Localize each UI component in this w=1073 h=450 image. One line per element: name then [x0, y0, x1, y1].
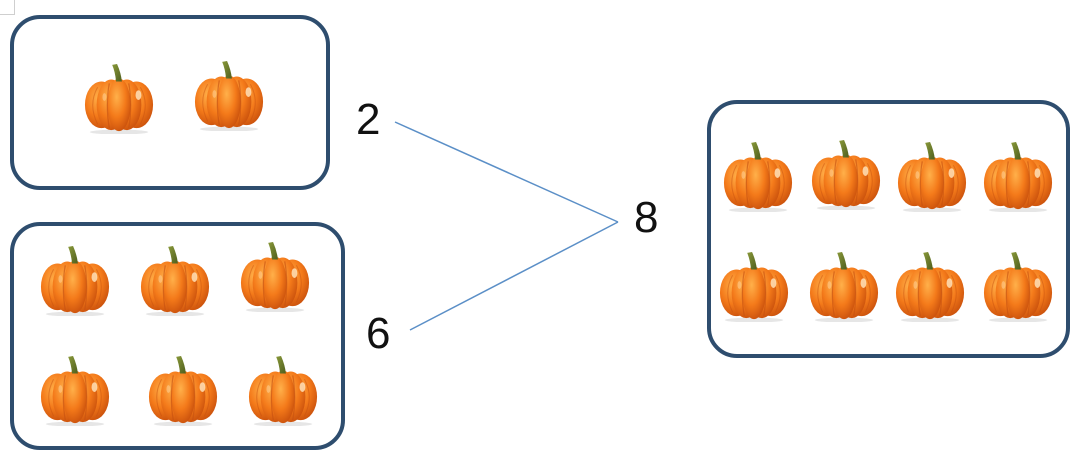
pumpkin-icon: [805, 250, 883, 322]
whole-box: [707, 100, 1070, 358]
pumpkin-icon: [979, 250, 1057, 322]
whole-number: 8: [634, 193, 659, 242]
connector-line-bottom: [409, 221, 619, 331]
page-corner-mark: [0, 0, 15, 15]
part-b-box: [10, 222, 345, 450]
pumpkin-icon: [190, 59, 268, 131]
part-b-number: 6: [366, 309, 391, 358]
pumpkin-icon: [715, 250, 793, 322]
pumpkin-icon: [36, 354, 114, 426]
pumpkin-icon: [36, 244, 114, 316]
pumpkin-icon: [719, 140, 797, 212]
pumpkin-icon: [807, 138, 885, 210]
pumpkin-icon: [80, 62, 158, 134]
pumpkin-icon: [236, 240, 314, 312]
pumpkin-icon: [979, 140, 1057, 212]
pumpkin-icon: [893, 140, 971, 212]
pumpkin-icon: [136, 244, 214, 316]
part-a-number: 2: [356, 95, 381, 144]
connector-line-top: [394, 121, 619, 223]
pumpkin-icon: [244, 354, 322, 426]
part-a-box: [10, 15, 330, 190]
pumpkin-icon: [144, 354, 222, 426]
pumpkin-icon: [891, 250, 969, 322]
